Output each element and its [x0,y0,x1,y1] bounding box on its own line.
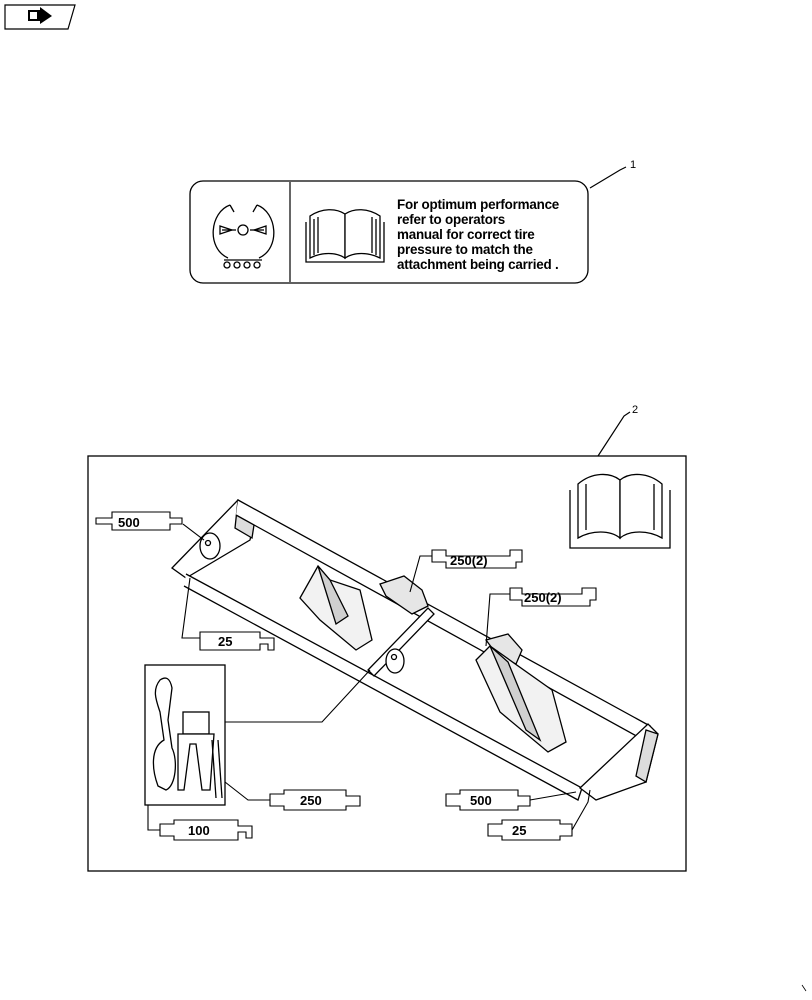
weight-label: 25 [218,634,232,649]
counterweight-frame [171,498,659,801]
callout-1: 1 [589,159,636,189]
weight-tag-center-upper: 250(2) [431,549,523,569]
callout-1-label: 1 [630,159,636,171]
decal-instruction-text: For optimum performance refer to operato… [397,197,583,272]
decal-line: For optimum performance [397,197,560,212]
weight-tag-right-bottom: 25 [487,819,573,841]
open-book-icon [305,209,385,263]
weight-tag-bottom-left: 100 [159,819,253,841]
weight-label: 500 [470,793,492,808]
weight-label: 25 [512,823,526,838]
weight-label: 100 [188,823,210,838]
forward-nav-button[interactable] [4,4,76,30]
tire-pressure-decal [189,180,589,284]
decal-line: pressure to match the [397,242,533,257]
decal-line: attachment being carried . [397,257,559,272]
weight-tag-left-bottom: 25 [199,631,275,651]
weight-tag-left-top: 500 [95,511,183,531]
weight-tag-bracket: 250 [269,789,361,811]
weight-label: 500 [118,515,140,530]
weight-label: 250 [300,793,322,808]
callout-2-label: 2 [632,404,638,416]
bracket-detail-inset [144,664,226,806]
forward-arrow-icon [28,7,52,24]
open-book-icon [569,473,671,549]
weight-tag-right-lower: 500 [445,789,531,811]
left-weight-disc [199,532,221,560]
tire-pressure-icon [212,204,275,269]
decal-line: refer to operators [397,212,506,227]
weight-label: 250(2) [524,590,562,605]
callout-2: 2 [597,404,638,457]
weight-tag-right-upper: 250(2) [509,587,597,607]
decal-line: manual for correct tire [397,227,535,242]
weight-label: 250(2) [450,553,488,568]
